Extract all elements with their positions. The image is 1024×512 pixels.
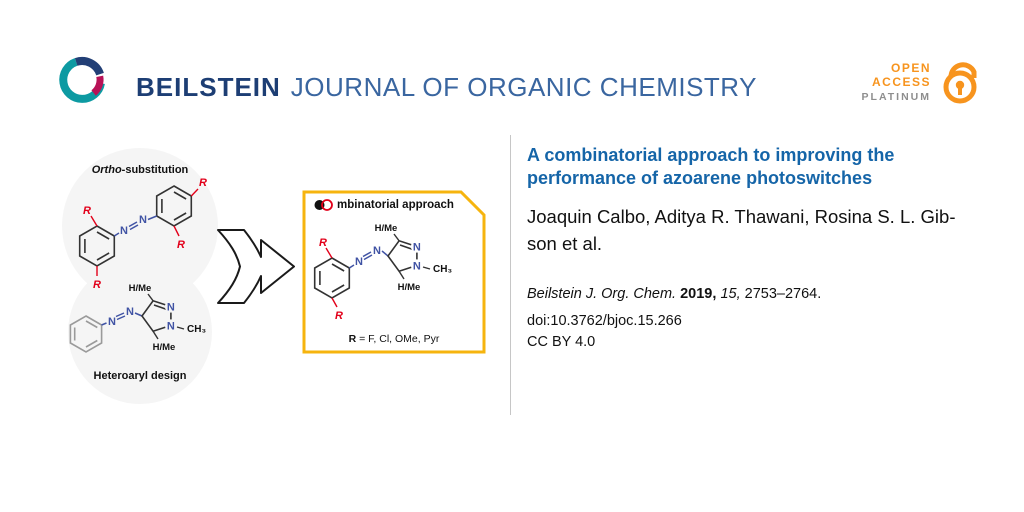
methyl-label: CH₃ [433,264,452,275]
access-label: ACCESS [871,74,931,89]
venn-circles-icon [314,199,333,211]
open-access-text: OPEN ACCESS PLATINUM [862,61,931,104]
substituent-bonds [393,233,431,280]
concept-circle-heteroaryl [68,260,212,404]
h-me-label: H/Me [153,342,176,353]
h-me-label: H/Me [129,283,152,294]
gold-border [302,190,486,354]
methyl-label: CH₃ [187,324,206,335]
platinum-label: PLATINUM [861,90,931,103]
substituent-key: R = F, Cl, OMe, Pyr [302,333,486,345]
combinatorial-box: R R N N N N CH₃ H/Me H/M [302,190,486,354]
r-group-label: R [335,310,343,322]
r-group-label: R [93,279,101,291]
citation-pages: 2753–2764. [744,285,822,302]
open-label: OPEN [890,60,931,75]
r-bonds [325,247,338,308]
r-bonds [90,188,199,276]
open-access-icon [943,62,977,104]
phenyl-ring-gray [69,315,103,353]
brand-name: BEILSTEIN [136,72,281,102]
ortho-substitution-label: Ortho-substitution [75,164,205,176]
benzene-ring-right [155,185,193,227]
ortho-italic: Ortho [91,164,122,176]
h-me-label: H/Me [398,282,421,293]
nitrogen-label: N [108,316,116,328]
r-group-label: R [199,177,207,189]
r-group-label: R [83,205,91,217]
combinatorial-approach-title: mbinatorial approach [314,198,454,212]
r-values: = F, Cl, OMe, Pyr [356,333,440,345]
open-access-badge: OPEN ACCESS PLATINUM [862,58,986,106]
pyrazole-ring [141,299,172,333]
combinatorial-structure: R R N N N N CH₃ H/Me H/M [302,190,486,354]
atom-mask [164,300,177,313]
citation-volume: 15, [720,285,741,302]
azo-double-bond [348,250,389,269]
pyrazole-ring [387,239,418,273]
combinatorial-approach-text: mbinatorial approach [337,199,454,211]
benzene-ring-left [78,225,116,267]
substitution-text: -substitution [121,164,189,176]
article-doi: doi:10.3762/bjoc.15.266 [527,312,682,329]
r-group-label: R [177,239,185,251]
article-citation: Beilstein J. Org. Chem. 2019, 15, 2753–2… [527,286,957,302]
nitrogen-label: N [120,225,128,237]
r-symbol: R [348,333,357,345]
citation-journal: Beilstein J. Org. Chem. [527,285,677,302]
merge-arrow [217,229,295,304]
beilstein-logo [59,57,105,103]
substituent-bonds [147,293,185,340]
ring-nitrogen-label: N [167,320,175,332]
journal-masthead: BEILSTEIN JOURNAL OF ORGANIC CHEMISTRY [136,72,757,103]
heteroaryl-structure: N N N N CH₃ H/Me H/Me [69,283,206,353]
ring-nitrogen-label: N [167,302,175,314]
article-license: CC BY 4.0 [527,333,596,350]
logo-swirl-arcs [59,57,105,103]
vertical-divider [510,135,511,415]
citation-year: 2019, [680,285,717,302]
ring-nitrogen-label: N [413,242,421,254]
h-me-label: H/Me [375,223,398,234]
atom-mask [410,259,423,272]
atom-mask [410,240,423,253]
atom-mask [164,319,177,332]
r-group-label: R [319,237,327,249]
article-metadata: A combinatorial approach to improving th… [527,144,957,350]
article-authors: Joaquin Calbo, Aditya R. Thawani, Rosina… [527,206,956,254]
nitrogen-label: N [355,256,363,268]
azo-double-bond [101,312,143,326]
nitrogen-label: N [373,245,381,257]
journal-name: JOURNAL OF ORGANIC CHEMISTRY [290,72,757,102]
nitrogen-label: N [126,306,134,318]
ring-nitrogen-label: N [413,260,421,272]
article-title: A combinatorial approach to improving th… [527,145,895,189]
heteroaryl-design-label: Heteroaryl design [93,370,187,382]
nitrogen-label: N [139,214,147,226]
azobenzene-structure: R R R R N N [78,177,207,291]
azo-double-bond [113,215,157,237]
